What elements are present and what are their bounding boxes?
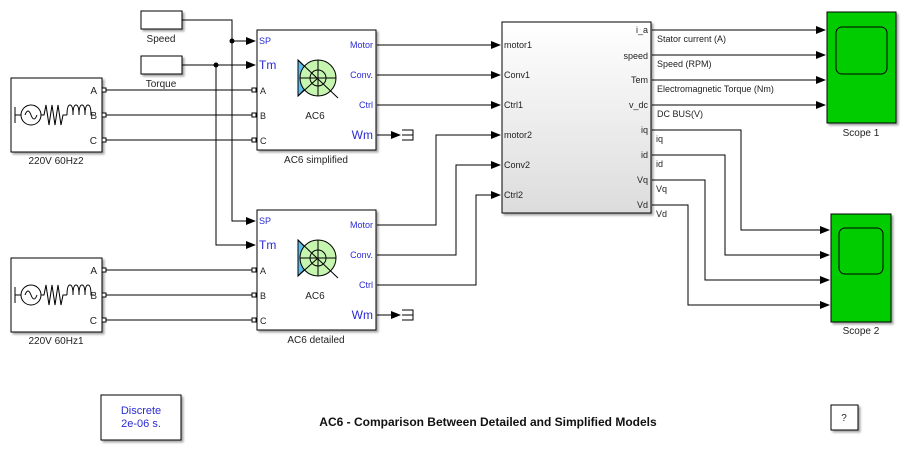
ac6-detailed-block[interactable]: AC6 SP Tm A B C Motor Conv. Ctrl Wm: [251, 209, 377, 331]
input-port-label: B: [260, 111, 266, 121]
input-port-label: Ctrl1: [504, 100, 523, 110]
help-label: ?: [841, 413, 847, 424]
scope-label: Scope 2: [843, 326, 880, 337]
wire-vd: [652, 204, 830, 309]
port-label: A: [90, 266, 97, 277]
port-label: B: [90, 111, 97, 122]
block-center-label: AC6: [305, 111, 325, 122]
powergui-mode: Discrete: [121, 405, 161, 417]
output-port-label: Wm: [352, 308, 373, 322]
output-port-label: Conv.: [350, 250, 373, 260]
output-port-label: Wm: [352, 128, 373, 142]
output-port-label: Motor: [350, 40, 373, 50]
block-center-label: AC6: [305, 291, 325, 302]
wire-conv2: [377, 161, 501, 256]
input-port-label: C: [260, 136, 267, 146]
wire-ctrl2: [377, 191, 501, 286]
signal-label: Vd: [656, 209, 667, 219]
source-label: 220V 60Hz1: [28, 336, 83, 347]
wire-speed: [182, 19, 233, 41]
measurement-subsystem-block[interactable]: motor1 Conv1 Ctrl1 motor2 Conv2 Ctrl2 i_…: [501, 21, 652, 214]
output-port-label: iq: [641, 125, 648, 135]
signal-label: Stator current (A): [657, 34, 726, 44]
input-port-label: motor2: [504, 130, 532, 140]
scope-label: Scope 1: [843, 128, 880, 139]
input-port-label: Ctrl2: [504, 190, 523, 200]
scope-2-block[interactable]: [830, 213, 892, 323]
output-port-label: Vd: [637, 200, 648, 210]
output-port-label: Conv.: [350, 70, 373, 80]
output-port-label: Motor: [350, 220, 373, 230]
branch-point: [213, 62, 219, 68]
drive-label: AC6 detailed: [287, 335, 344, 346]
diagram-title: AC6 - Comparison Between Detailed and Si…: [319, 415, 657, 429]
input-port-label: SP: [259, 216, 271, 226]
signal-label: Electromagnetic Torque (Nm): [657, 84, 774, 94]
torque-label: Torque: [146, 79, 177, 90]
scope-screen-icon: [838, 227, 884, 275]
input-port-label: motor1: [504, 40, 532, 50]
input-port-label: A: [260, 266, 266, 276]
port-label: A: [90, 86, 97, 97]
input-port-label: C: [260, 316, 267, 326]
branch-point: [229, 38, 235, 44]
ac6-simplified-block[interactable]: AC6 SP Tm A B C Motor Conv. Ctrl Wm: [251, 29, 377, 151]
output-port-label: Ctrl: [359, 280, 373, 290]
signal-label: Speed (RPM): [657, 59, 712, 69]
terminator-icon: [402, 309, 414, 321]
speed-label: Speed: [147, 34, 176, 45]
wire-motor2: [377, 131, 501, 226]
input-port-label: B: [260, 291, 266, 301]
input-port-label: Conv2: [504, 160, 530, 170]
wire-vq: [652, 179, 830, 284]
source-block-220v-60hz2[interactable]: A B C: [10, 77, 107, 153]
output-port-label: i_a: [636, 25, 648, 35]
wire-iq: [652, 129, 830, 234]
speed-constant-block[interactable]: [140, 10, 183, 30]
wire-id: [652, 154, 830, 259]
powergui-block[interactable]: Discrete 2e-06 s.: [100, 394, 182, 441]
scope-screen-icon: [835, 26, 888, 75]
terminator-icon: [402, 129, 414, 141]
output-port-label: v_dc: [629, 100, 649, 110]
output-port-label: speed: [623, 51, 648, 61]
input-port-label: Conv1: [504, 70, 530, 80]
output-port-label: id: [641, 150, 648, 160]
port-label: C: [90, 136, 97, 147]
help-button[interactable]: ?: [830, 404, 859, 431]
input-port-label: A: [260, 86, 266, 96]
input-port-label: Tm: [259, 58, 276, 72]
input-port-label: Tm: [259, 238, 276, 252]
wire-torque-to-tm-detailed: [215, 65, 256, 249]
powergui-sample-time: 2e-06 s.: [121, 418, 161, 430]
torque-constant-block[interactable]: [140, 55, 183, 75]
drive-label: AC6 simplified: [284, 155, 348, 166]
output-port-label: Tem: [631, 75, 648, 85]
source-label: 220V 60Hz2: [28, 156, 83, 167]
signal-label: id: [656, 159, 663, 169]
output-port-label: Vq: [637, 175, 648, 185]
scope-1-block[interactable]: [826, 11, 897, 124]
input-port-label: SP: [259, 36, 271, 46]
wire-speed-to-sp-detailed: [231, 41, 256, 225]
signal-label: Vq: [656, 184, 667, 194]
port-label: C: [90, 316, 97, 327]
output-port-label: Ctrl: [359, 100, 373, 110]
signal-label: DC BUS(V): [657, 109, 703, 119]
signal-label: iq: [656, 134, 663, 144]
source-block-220v-60hz1[interactable]: A B C: [10, 257, 107, 333]
port-label: B: [90, 291, 97, 302]
